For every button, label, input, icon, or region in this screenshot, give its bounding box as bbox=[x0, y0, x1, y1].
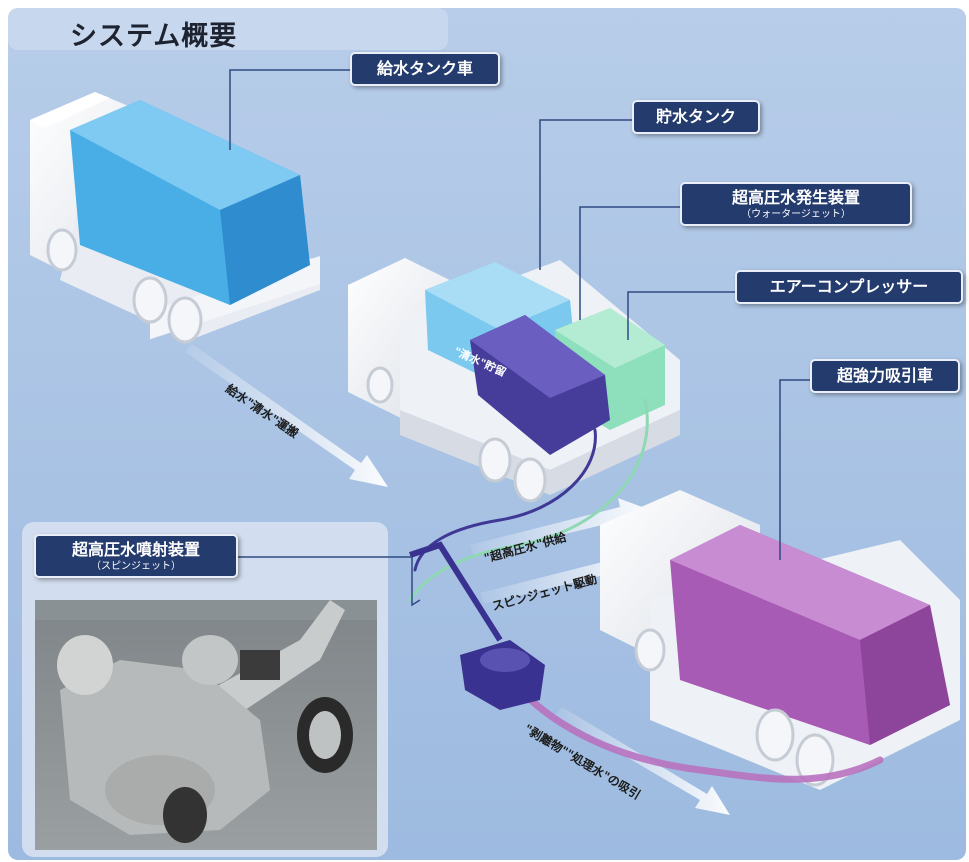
label-spin-jet-device-subtext: （スピンジェット） bbox=[91, 561, 181, 572]
label-vacuum-truck-text: 超強力吸引車 bbox=[836, 366, 933, 385]
leader-lines bbox=[229, 69, 810, 607]
label-water-supply-truck-text: 給水タンク車 bbox=[376, 59, 473, 78]
label-storage-tank: 貯水タンク bbox=[632, 100, 760, 134]
spin-jet-photo bbox=[35, 600, 377, 850]
label-uhp-generator-text: 超高圧水発生装置 bbox=[731, 188, 860, 207]
label-storage-tank-text: 貯水タンク bbox=[655, 107, 736, 126]
label-spin-jet-device-text: 超高圧水噴射装置 bbox=[71, 540, 200, 559]
uhp-supply-arrow bbox=[470, 498, 650, 556]
spin-jet-machine-illustration bbox=[409, 541, 545, 710]
label-air-compressor: エアーコンプレッサー bbox=[735, 270, 963, 304]
vacuum-truck-illustration bbox=[600, 490, 960, 790]
label-uhp-generator: 超高圧水発生装置 （ウォータージェット） bbox=[680, 182, 912, 226]
label-vacuum-truck: 超強力吸引車 bbox=[810, 359, 960, 393]
label-air-compressor-text: エアーコンプレッサー bbox=[769, 277, 929, 296]
page-title: システム概要 bbox=[70, 21, 238, 52]
water-supply-truck-illustration bbox=[30, 92, 320, 344]
label-uhp-generator-subtext: （ウォータージェット） bbox=[741, 209, 851, 220]
storage-truck-illustration bbox=[348, 258, 680, 503]
label-spin-jet-device: 超高圧水噴射装置 （スピンジェット） bbox=[34, 534, 238, 578]
label-water-supply-truck: 給水タンク車 bbox=[350, 52, 500, 86]
supply-flow-arrow bbox=[185, 344, 388, 487]
